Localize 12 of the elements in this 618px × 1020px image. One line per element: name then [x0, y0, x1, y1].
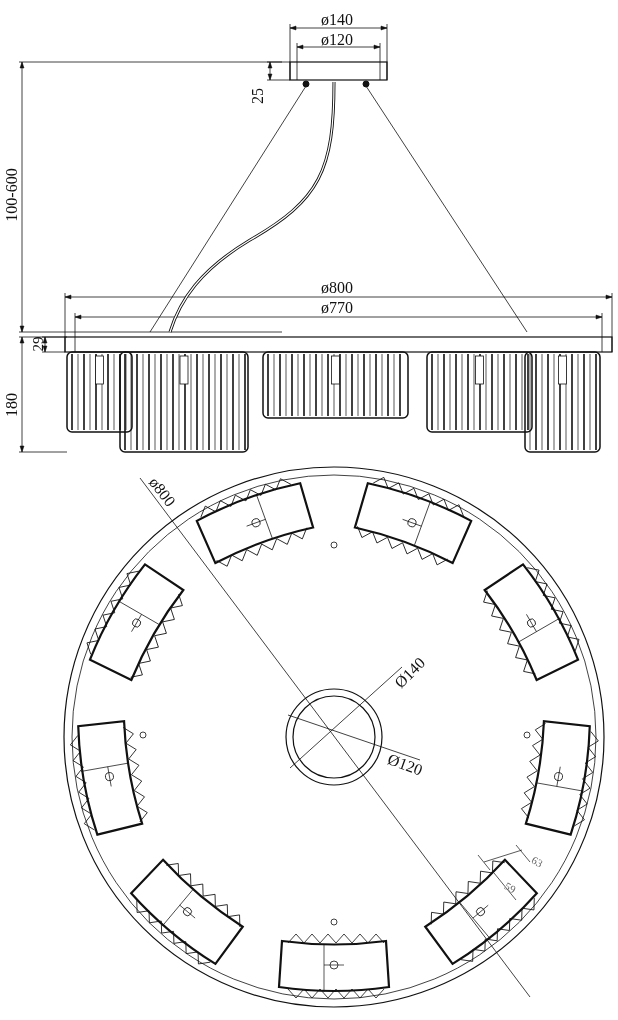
dimension-label: 25 [250, 88, 266, 104]
dimension-label: 100-600 [4, 168, 20, 222]
dimension-label: 59 [502, 880, 518, 896]
dimension-label: ø120 [321, 32, 353, 48]
dimension-label: 29 [30, 336, 46, 352]
dimension-label: ø800 [145, 474, 179, 510]
dimension-label: 180 [4, 393, 20, 417]
dimension-label: ø800 [321, 280, 353, 296]
dimension-label: ø140 [321, 12, 353, 28]
dimension-label: ø770 [321, 300, 353, 316]
dimension-label: 63 [529, 854, 545, 870]
dimension-label: Ø120 [385, 751, 425, 779]
